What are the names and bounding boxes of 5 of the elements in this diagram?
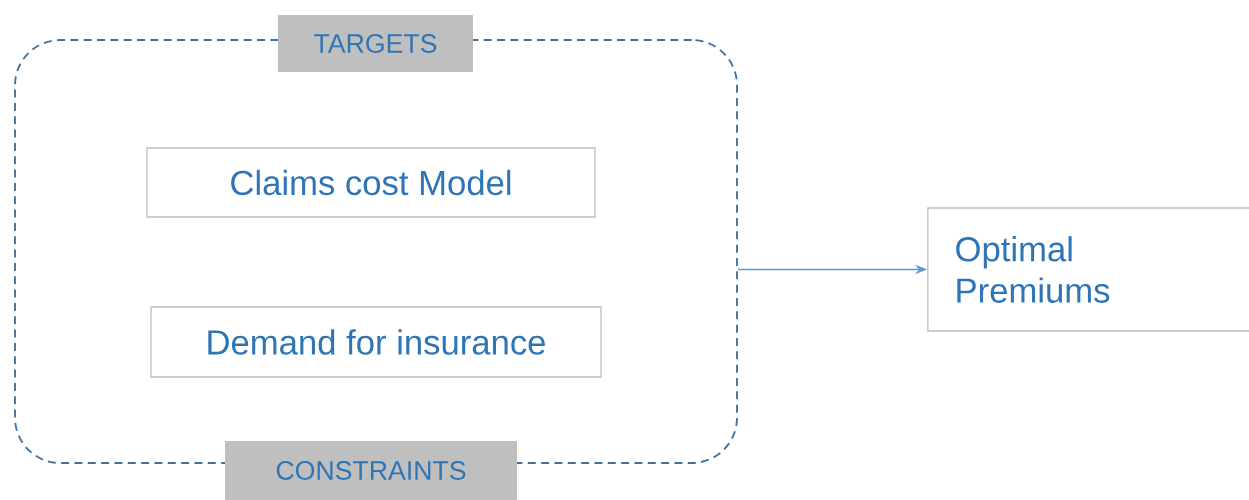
tag-label: TARGETS xyxy=(278,15,473,72)
process-box: Claims cost Model xyxy=(146,147,596,218)
tag-label: CONSTRAINTS xyxy=(225,441,517,500)
process-box: Demand for insurance xyxy=(150,306,602,378)
result-box: Optimal Premiums xyxy=(927,207,1249,332)
